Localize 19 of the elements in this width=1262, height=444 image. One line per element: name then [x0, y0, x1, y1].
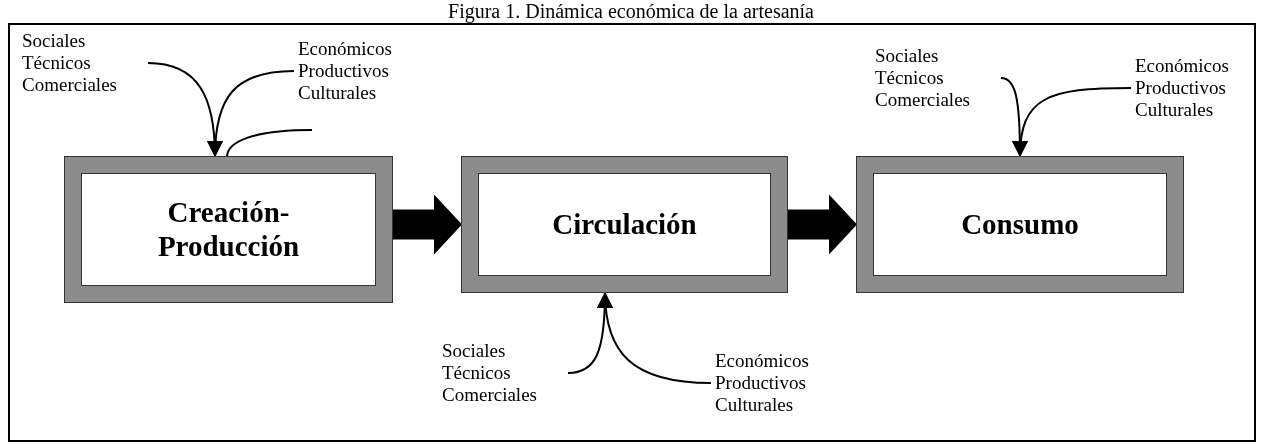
process-box — [462, 157, 787, 292]
figure-title: Figura 1. Dinámica económica de la artesanía — [447, 0, 815, 22]
factor-list: Sociales Técnicos Comerciales — [442, 340, 537, 406]
process-box — [65, 157, 392, 302]
block-arrow — [392, 194, 462, 255]
arrow — [207, 70, 295, 158]
arrow — [597, 291, 712, 384]
factor-list: Sociales Técnicos Comerciales — [875, 45, 970, 111]
factor-list: Sociales Técnicos Comerciales — [22, 30, 117, 96]
process-box — [857, 157, 1183, 292]
curved-line — [226, 129, 313, 158]
factor-list: Económicos Productivos Culturales — [715, 350, 809, 416]
factor-list: Económicos Productivos Culturales — [1135, 55, 1229, 121]
arrow — [1012, 87, 1132, 158]
block-arrow — [787, 194, 857, 255]
box-label: Creación- Producción — [157, 196, 300, 263]
box-label: Consumo — [961, 207, 1079, 242]
factor-list: Económicos Productivos Culturales — [298, 38, 392, 104]
box-label: Circulación — [552, 207, 697, 242]
